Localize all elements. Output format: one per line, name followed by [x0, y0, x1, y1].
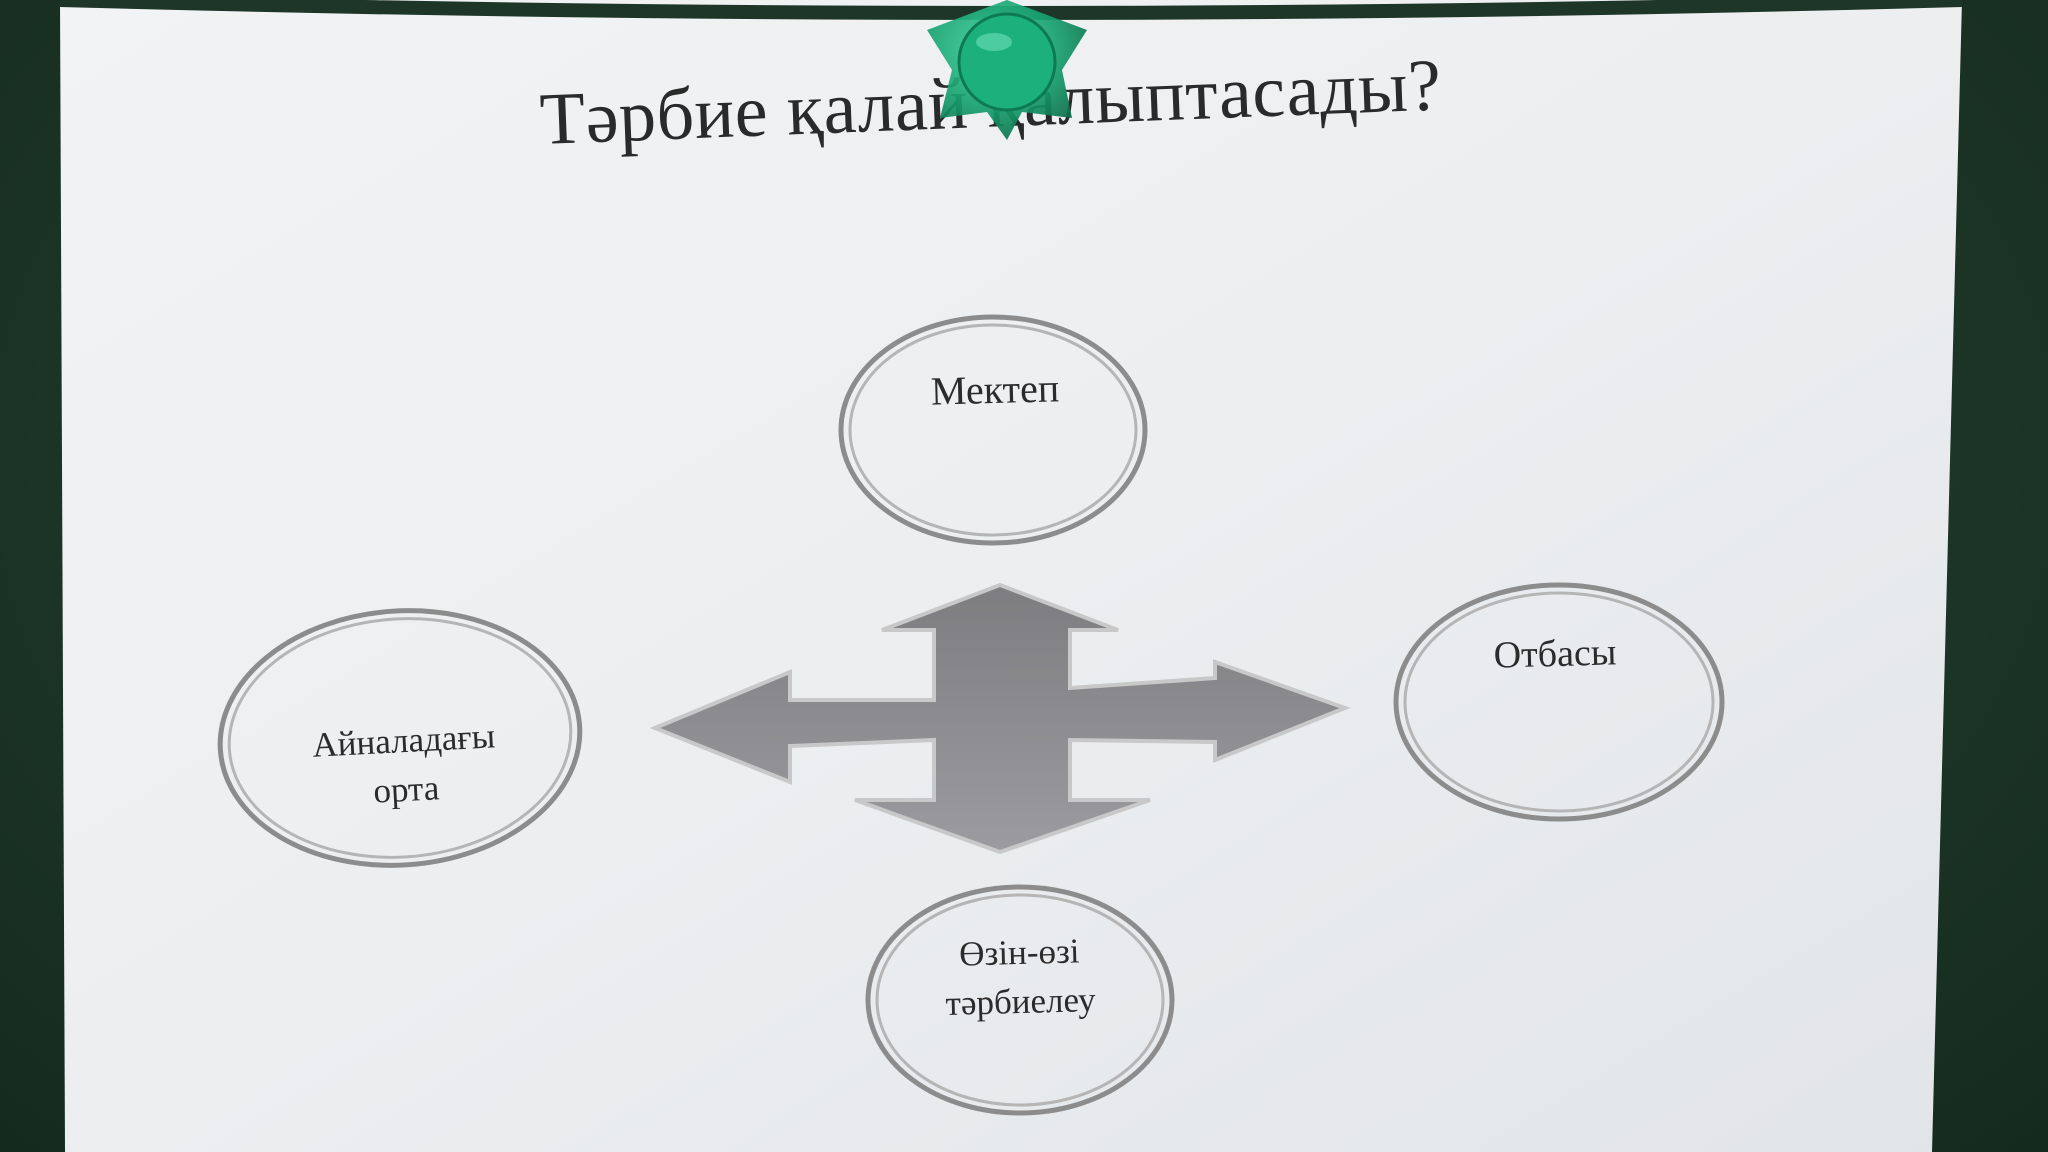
ellipse-mektep — [838, 314, 1148, 546]
push-pin-icon — [927, 0, 1087, 140]
node-label-ainaladagy-orta: Айналадағы орта — [278, 710, 533, 821]
node-label-otbasy: Отбасы — [1493, 631, 1617, 677]
node-label-line: тәрбиелеу — [945, 980, 1097, 1023]
node-label-mektep: Мектеп — [930, 365, 1060, 414]
node-label-ozin-ozi-tarbieleu: Өзін-өзі тәрбиелеу — [904, 925, 1136, 1029]
node-label-line: Өзін-өзі — [958, 931, 1080, 974]
ellipse-ozin-ozi-tarbieleu — [865, 884, 1175, 1116]
four-way-arrow-icon — [649, 582, 1351, 855]
ellipse-otbasy — [1393, 582, 1725, 822]
ellipse-ainaladagy-orta — [217, 608, 583, 868]
